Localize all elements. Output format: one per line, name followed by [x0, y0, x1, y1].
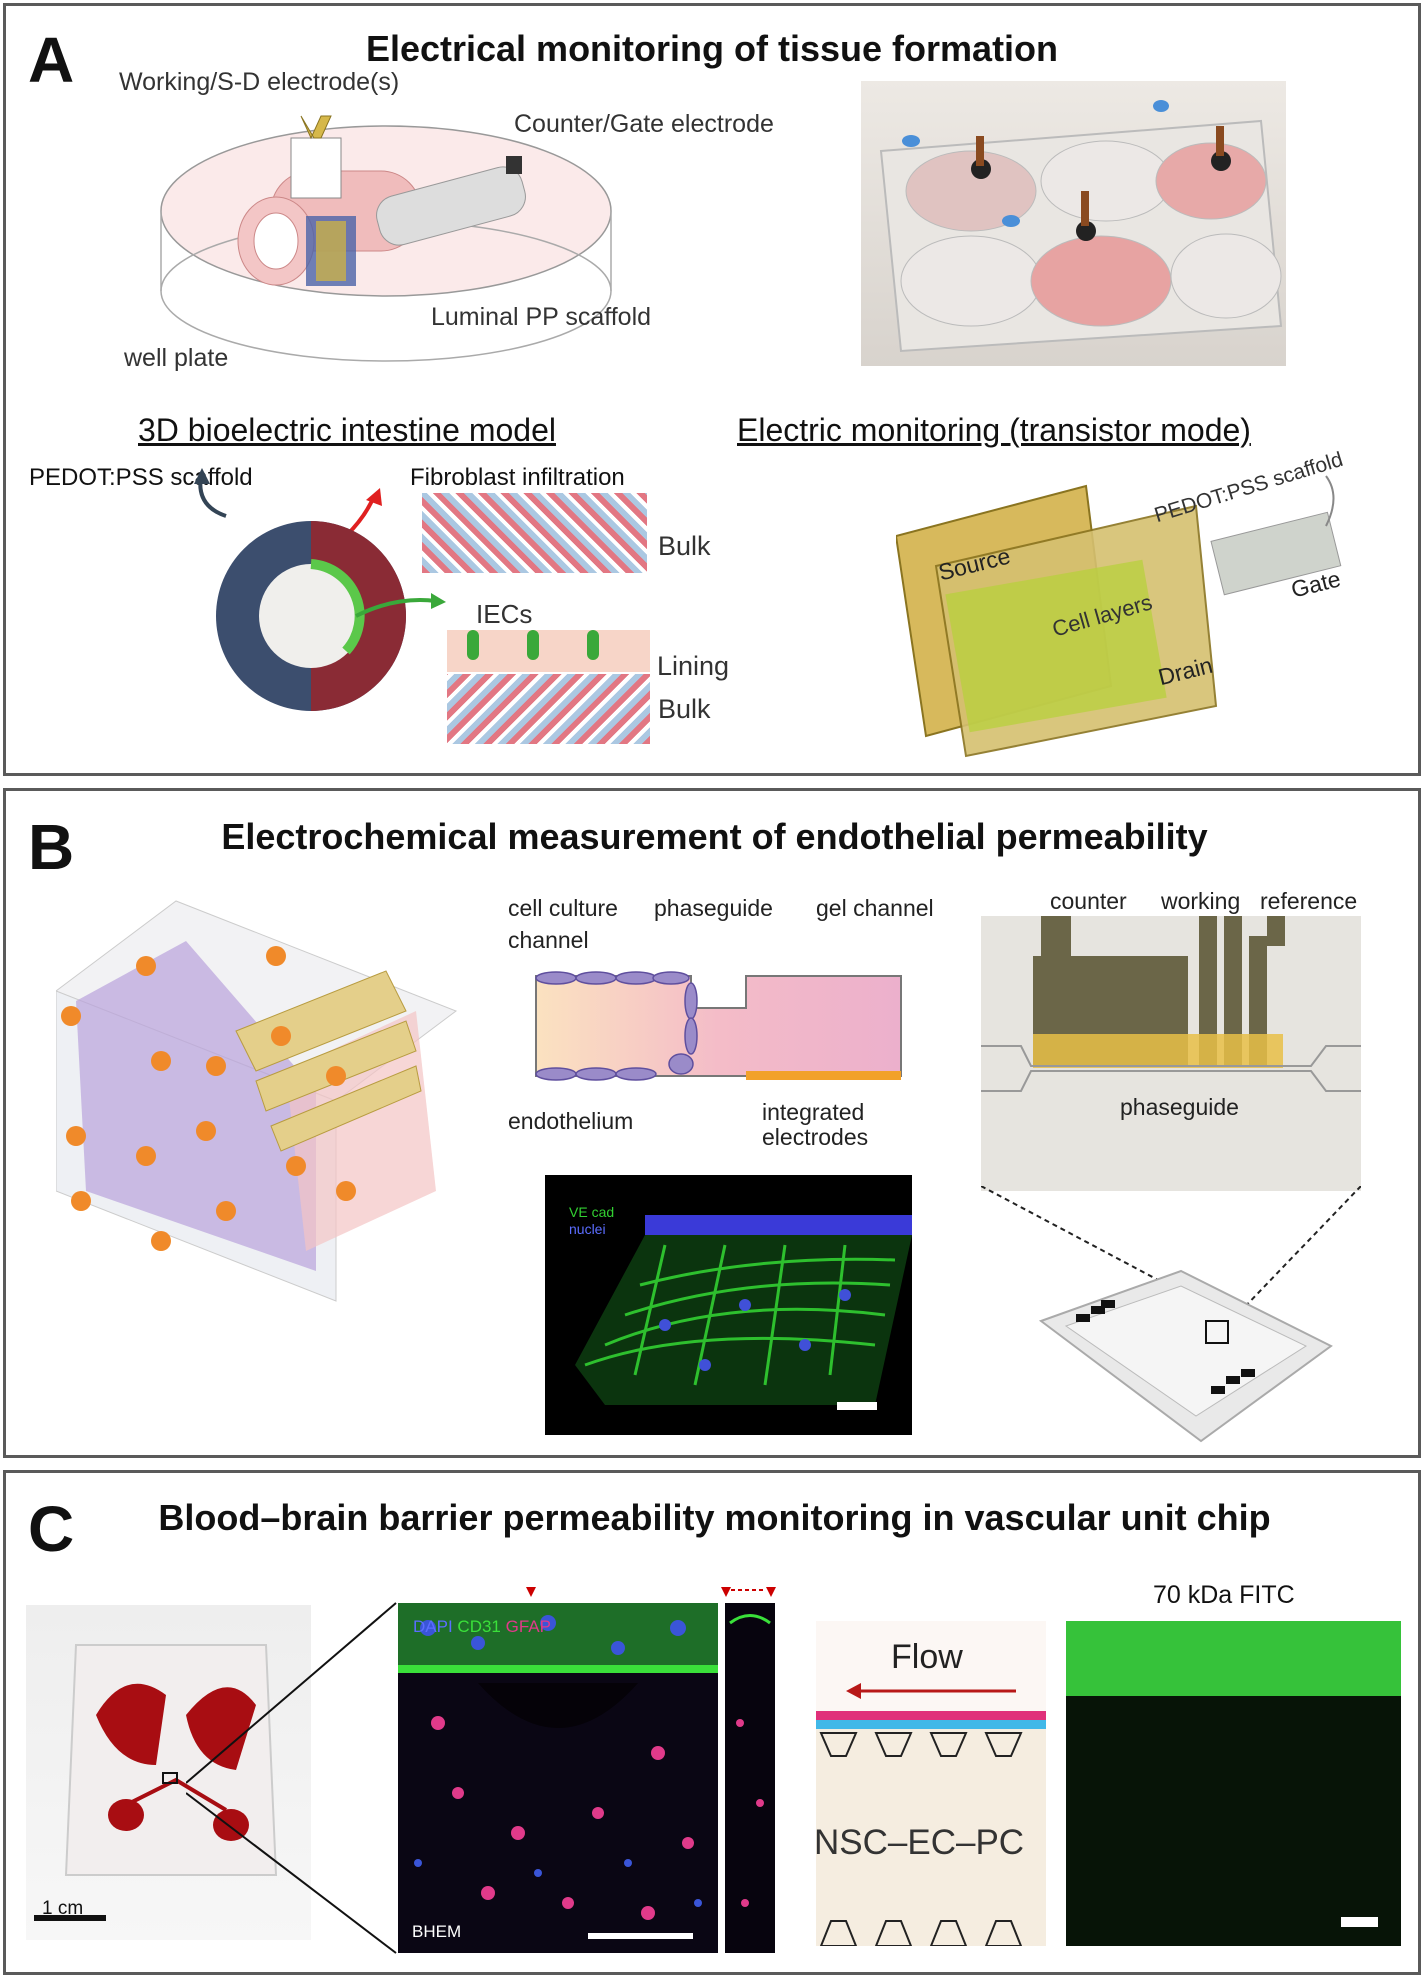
chip-photo: [981, 1186, 1361, 1443]
confocal-image: [545, 1175, 912, 1435]
panel-a: A Electrical monitoring of tissue format…: [3, 3, 1421, 776]
stain-legend: DAPI CD31 GFAP: [413, 1617, 551, 1637]
transistor-heading: Electric monitoring (transistor mode): [737, 412, 1251, 448]
flow-label: Flow: [891, 1638, 963, 1676]
dapi-label: DAPI: [413, 1617, 453, 1636]
panel-letter: A: [28, 24, 75, 96]
gel-channel-label: gel channel: [816, 895, 934, 921]
channel-3d-render: [56, 900, 458, 1302]
working-electrode-label: Working/S-D electrode(s): [119, 68, 400, 96]
flow-schematic: [816, 1621, 1046, 1946]
bulk-label-1: Bulk: [658, 531, 711, 561]
bulk-tissue-image-1: [422, 493, 647, 573]
panel-c: C Blood–brain barrier permeability monit…: [3, 1470, 1421, 1975]
bulk-label-2: Bulk: [658, 694, 711, 724]
well-plate-label: well plate: [124, 344, 229, 372]
counter-label: counter: [1050, 888, 1127, 914]
nuclei-label: nuclei: [569, 1221, 606, 1237]
section-markers: [526, 1587, 776, 1597]
reference-label: reference: [1260, 888, 1358, 914]
nsc-ec-pc-label: NSC–EC–PC: [814, 1823, 1025, 1862]
intestine-model-heading: 3D bioelectric intestine model: [138, 412, 556, 448]
cell-culture-label: cell culture: [508, 895, 618, 921]
channel-cross-section: [535, 971, 902, 1081]
gfap-label: GFAP: [505, 1617, 551, 1636]
electrodes-label: electrodes: [762, 1124, 869, 1150]
fitc-image: [1066, 1621, 1401, 1946]
well-plate-photo: [861, 81, 1286, 366]
cd31-label: CD31: [457, 1617, 501, 1636]
orthogonal-section-image: [725, 1603, 775, 1953]
endothelium-label: endothelium: [508, 1108, 634, 1134]
fluorescent-stain-image: [398, 1603, 718, 1953]
pedot-scaffold-label: PEDOT:PSS scaffold: [29, 464, 253, 491]
panel-b: B Electrochemical measurement of endothe…: [3, 788, 1421, 1458]
well-plate-schematic: [160, 115, 612, 362]
scale-bar-label: 1 cm: [42, 1898, 84, 1919]
channel-label: channel: [508, 927, 589, 953]
zoom-lines: [186, 1602, 397, 1954]
panel-letter: C: [28, 1493, 75, 1565]
panel-letter: B: [28, 811, 75, 883]
lining-image: [447, 630, 650, 672]
panel-title: Electrochemical measurement of endotheli…: [221, 816, 1208, 857]
integrated-label: integrated: [762, 1099, 865, 1125]
fibroblast-label: Fibroblast infiltration: [410, 464, 625, 491]
vascular-chip-photo: [26, 1605, 311, 1940]
phaseguide-label: phaseguide: [654, 895, 773, 921]
iecs-label: IECs: [476, 599, 533, 629]
intestine-cross-section: [194, 468, 446, 711]
ve-cad-label: VE cad: [569, 1204, 615, 1220]
counter-electrode-label: Counter/Gate electrode: [514, 110, 774, 138]
electrode-microscope-image: [981, 916, 1361, 1191]
luminal-scaffold-label: Luminal PP scaffold: [431, 303, 652, 331]
transistor-schematic: [896, 475, 1342, 758]
fitc-label: 70 kDa FITC: [1153, 1581, 1295, 1609]
working-label: working: [1161, 888, 1241, 914]
panel-title: Blood–brain barrier permeability monitor…: [158, 1497, 1271, 1538]
bhem-label: BHEM: [412, 1922, 462, 1941]
panel-title: Electrical monitoring of tissue formatio…: [365, 28, 1059, 69]
bulk-tissue-image-2: [447, 674, 650, 744]
phaseguide-label-2: phaseguide: [1120, 1094, 1239, 1120]
lining-label: Lining: [657, 651, 730, 681]
